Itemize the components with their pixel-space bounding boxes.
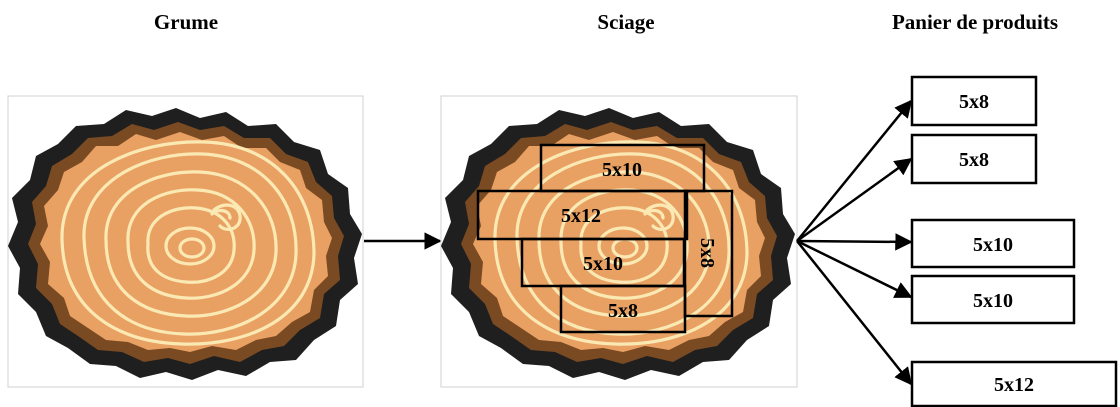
product-box: 5x10 <box>910 274 1076 325</box>
sawing-heading: Sciage <box>597 10 655 34</box>
product-box: 5x10 <box>910 218 1076 269</box>
product-label: 5x8 <box>959 149 989 171</box>
cut-label-vertical: 5x8 <box>696 238 718 268</box>
product-box: 5x12 <box>910 360 1118 407</box>
cut-label: 5x10 <box>583 253 623 275</box>
product-label: 5x12 <box>994 374 1034 396</box>
arrow-to-product <box>796 240 913 386</box>
product-box: 5x8 <box>910 75 1038 127</box>
sawing-log-image <box>439 106 797 382</box>
arrow-to-product <box>796 99 913 242</box>
arrow-to-product <box>796 239 913 299</box>
basket-heading: Panier de produits <box>891 10 1059 34</box>
cut-label: 5x10 <box>602 159 642 181</box>
arrow-to-product <box>796 233 913 251</box>
product-label: 5x8 <box>959 91 989 113</box>
product-arrows <box>796 99 913 386</box>
cut-board-vertical: 5x8 <box>683 189 734 318</box>
log-image <box>6 106 364 382</box>
cut-label: 5x8 <box>608 300 638 322</box>
cut-pattern: 5x10 5x12 5x10 5x8 5x8 <box>476 143 734 334</box>
product-label: 5x10 <box>973 290 1013 312</box>
cut-label: 5x12 <box>561 205 601 227</box>
log-heading: Grume <box>153 10 219 34</box>
product-box: 5x8 <box>910 133 1038 185</box>
product-label: 5x10 <box>973 234 1013 256</box>
arrow-to-product <box>796 157 913 243</box>
